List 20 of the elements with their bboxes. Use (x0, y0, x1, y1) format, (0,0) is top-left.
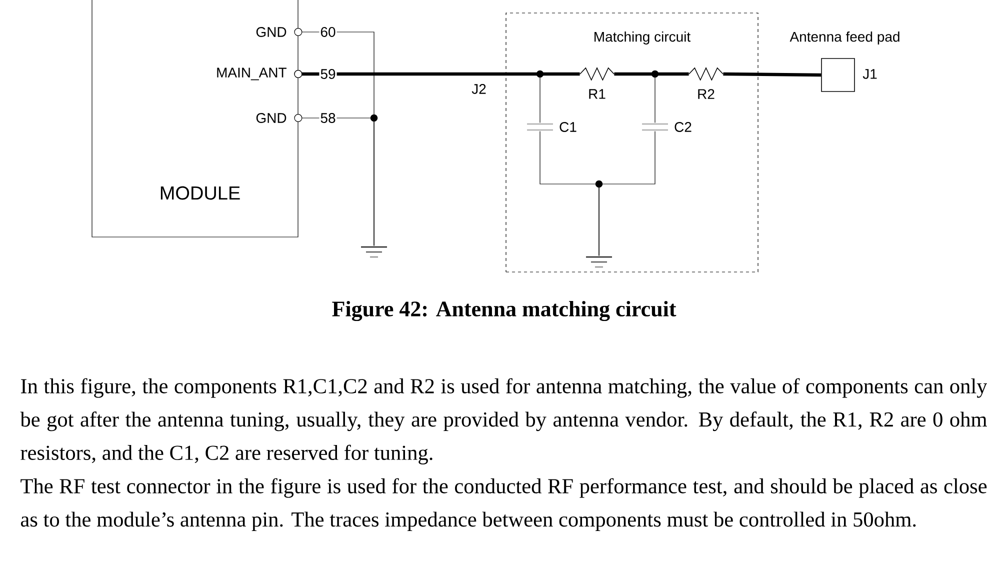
wire (614, 74, 656, 124)
pin-name: GND (256, 27, 286, 37)
edge-label: J2 (470, 83, 488, 95)
wire (614, 72, 689, 76)
pin-number: 58 (319, 112, 337, 124)
ground-symbol (360, 246, 388, 258)
paragraph: In this figure, the components R1,C1,C2 and R2 is used for antenna matching, the value of components can only be got after the antenna tuning, usually, they are provided by antenna vendor. By default, the R1, R2 are 0 ohm resistors, and the C1, C2 are reserved for tuning. (20, 378, 987, 464)
pin-name: MAIN_ANT (217, 68, 286, 80)
pin-number: 60 (319, 26, 337, 38)
paragraph: The RF test connector in the figure is used for the conducted RF performance test, and should be placed as close as to the module’s antenna pin. The traces impedance between components must be controlled in 50ohm. (20, 478, 987, 532)
wire (723, 72, 822, 77)
wire (294, 114, 374, 246)
pin-name: GND (256, 113, 286, 123)
feed-pad: J1 (821, 58, 877, 92)
pad-caption: Antenna feed pad (790, 31, 900, 45)
figure-caption: Figure 42: Antenna matching circuit (332, 300, 676, 322)
ground-symbol (586, 256, 612, 268)
wire (294, 70, 540, 124)
pin-number: 59 (319, 68, 337, 80)
wire (598, 130, 656, 256)
